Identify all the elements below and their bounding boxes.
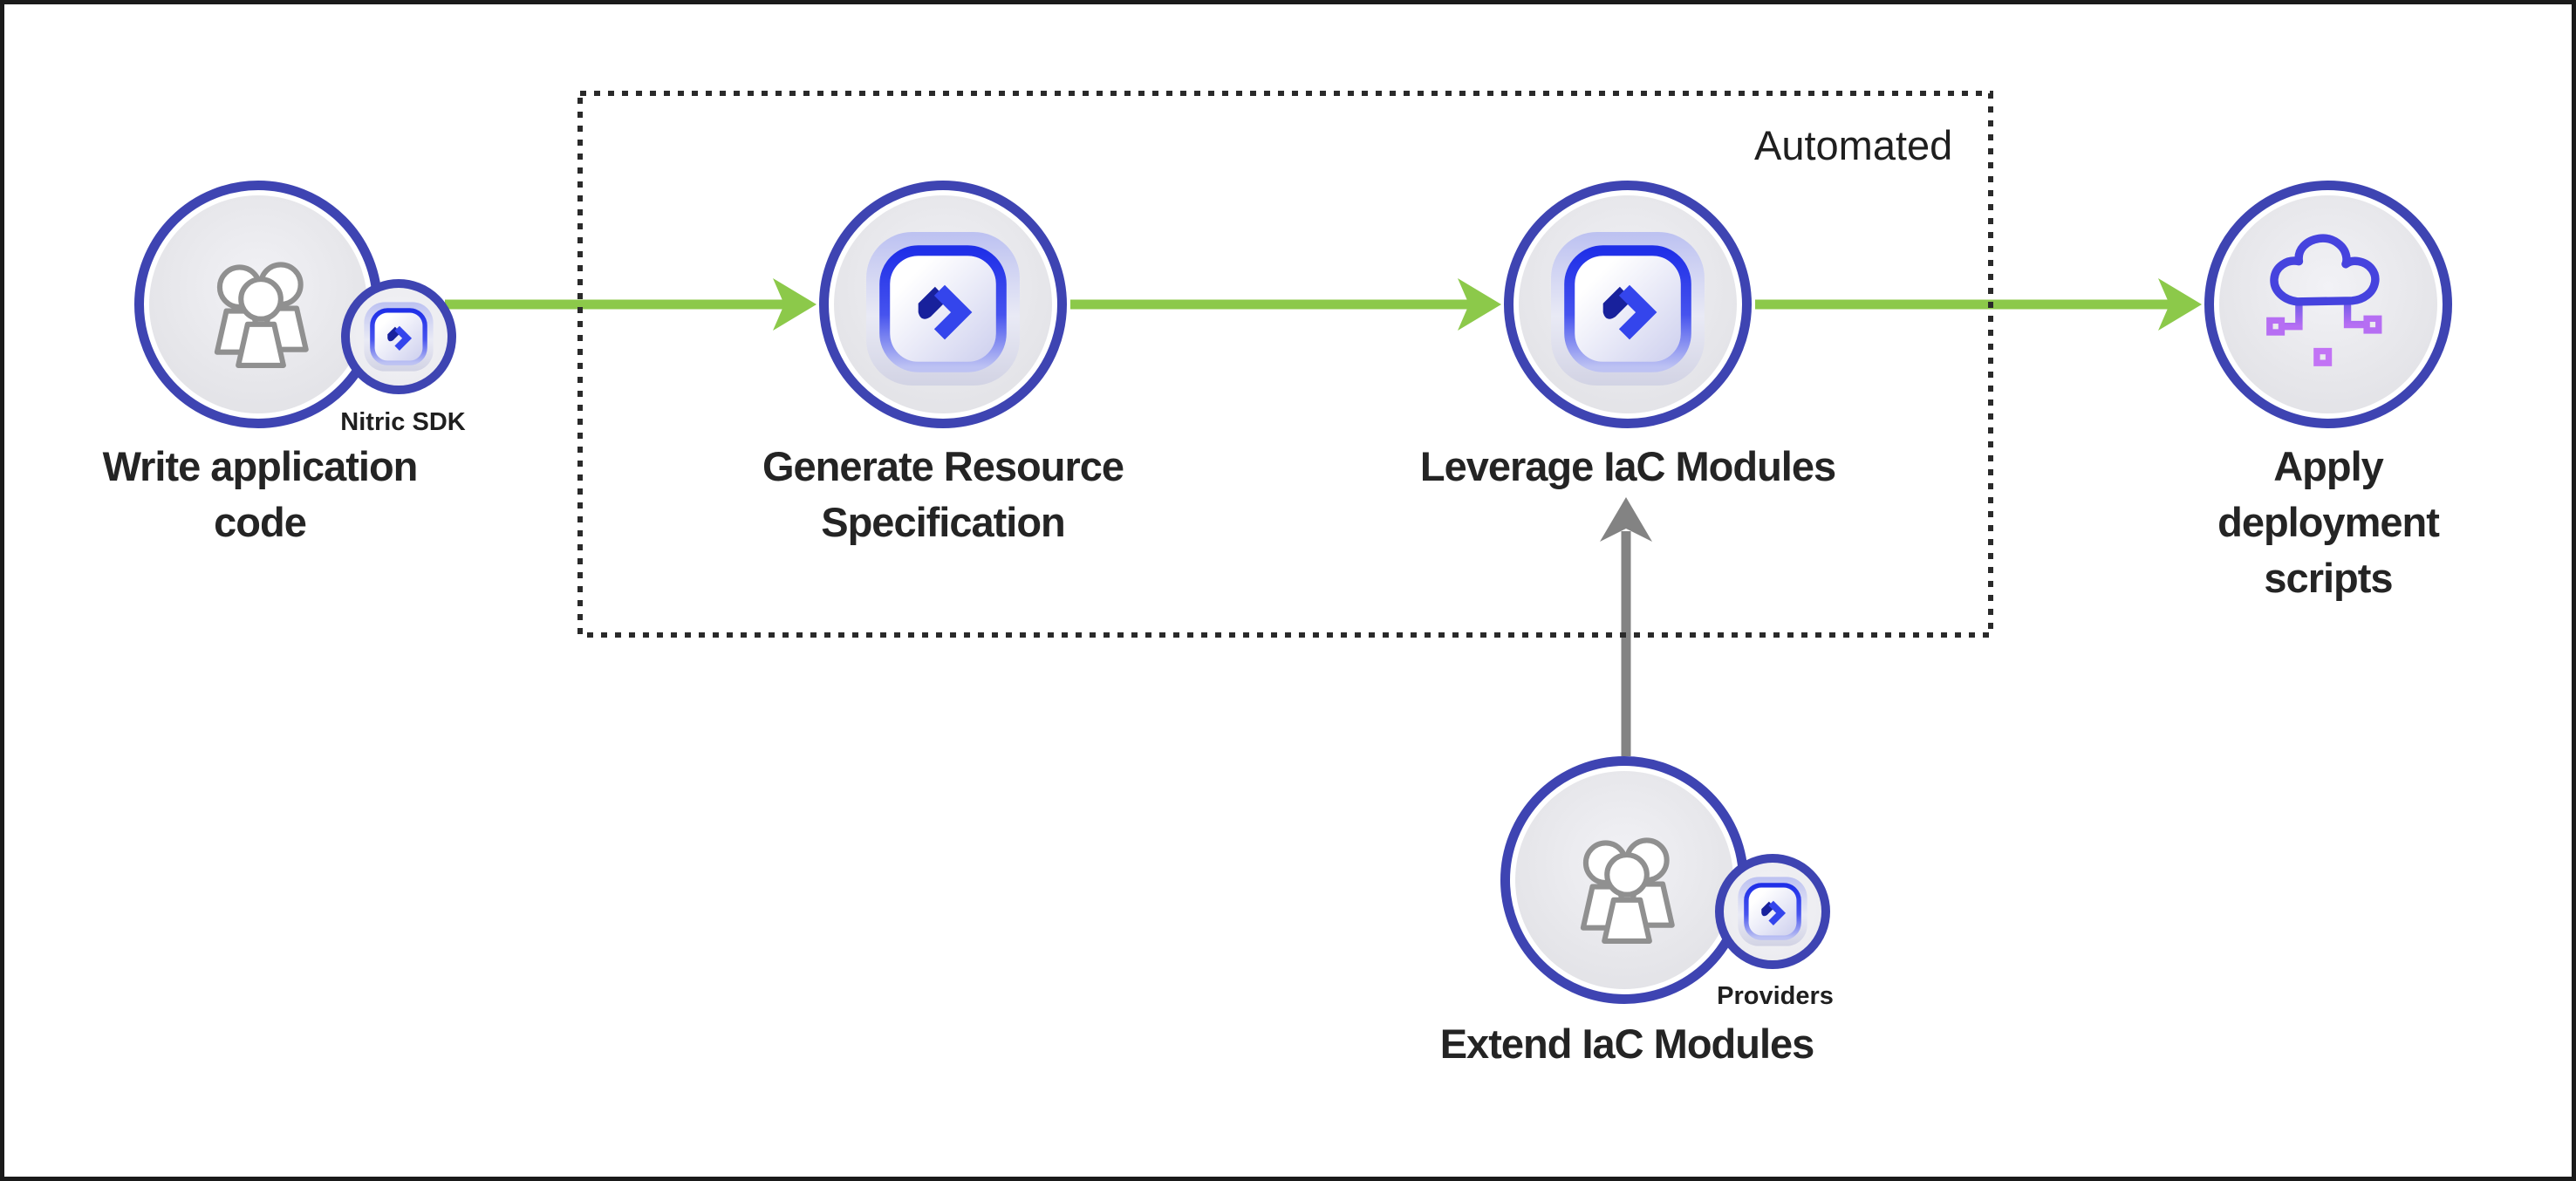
- badge-label-nitric-sdk: Nitric SDK: [340, 408, 466, 436]
- node-disc: [1515, 771, 1733, 989]
- arrow-leverage-to-apply: [1755, 278, 2202, 331]
- node-disc: [834, 195, 1052, 413]
- arrow-generate-to-leverage: [1070, 278, 1501, 331]
- node-label-apply-deployment-scripts: Apply deployment scripts: [2217, 443, 2440, 601]
- badge-providers: [1715, 854, 1830, 969]
- node-generate-resource-specification: [819, 181, 1067, 428]
- badge-nitric-sdk: [341, 279, 456, 394]
- automated-label: Automated: [1754, 122, 1953, 168]
- arrow-extend-to-leverage: [1600, 497, 1652, 756]
- node-label-leverage-iac-modules: Leverage IaC Modules: [1419, 443, 1836, 489]
- node-disc: [1519, 195, 1737, 413]
- node-extend-iac-modules: [1500, 756, 1748, 1004]
- node-apply-deployment-scripts: [2204, 181, 2452, 428]
- node-disc: [149, 195, 367, 413]
- node-label-generate-resource-specification: Generate Resource Specification: [762, 443, 1124, 545]
- connector-layer: [445, 91, 2202, 756]
- node-disc: [2219, 195, 2437, 413]
- node-label-extend-iac-modules: Extend IaC Modules: [1439, 1021, 1815, 1067]
- node-write-application-code: [134, 181, 382, 428]
- nitric-logo-icon: [866, 232, 1020, 386]
- team-icon: [214, 262, 309, 368]
- node-leverage-iac-modules: [1504, 181, 1752, 428]
- cloud-deployment-icon: [2266, 234, 2382, 366]
- team-icon: [1580, 837, 1675, 944]
- arrow-write-to-generate: [445, 278, 817, 331]
- nitric-logo-icon: [364, 302, 434, 372]
- automated-group-box: [577, 91, 1993, 638]
- node-label-write-application-code: Write application code: [102, 443, 419, 545]
- nitric-logo-icon: [1738, 877, 1807, 946]
- badge-label-providers: Providers: [1717, 982, 1834, 1010]
- nitric-logo-icon: [1551, 232, 1705, 386]
